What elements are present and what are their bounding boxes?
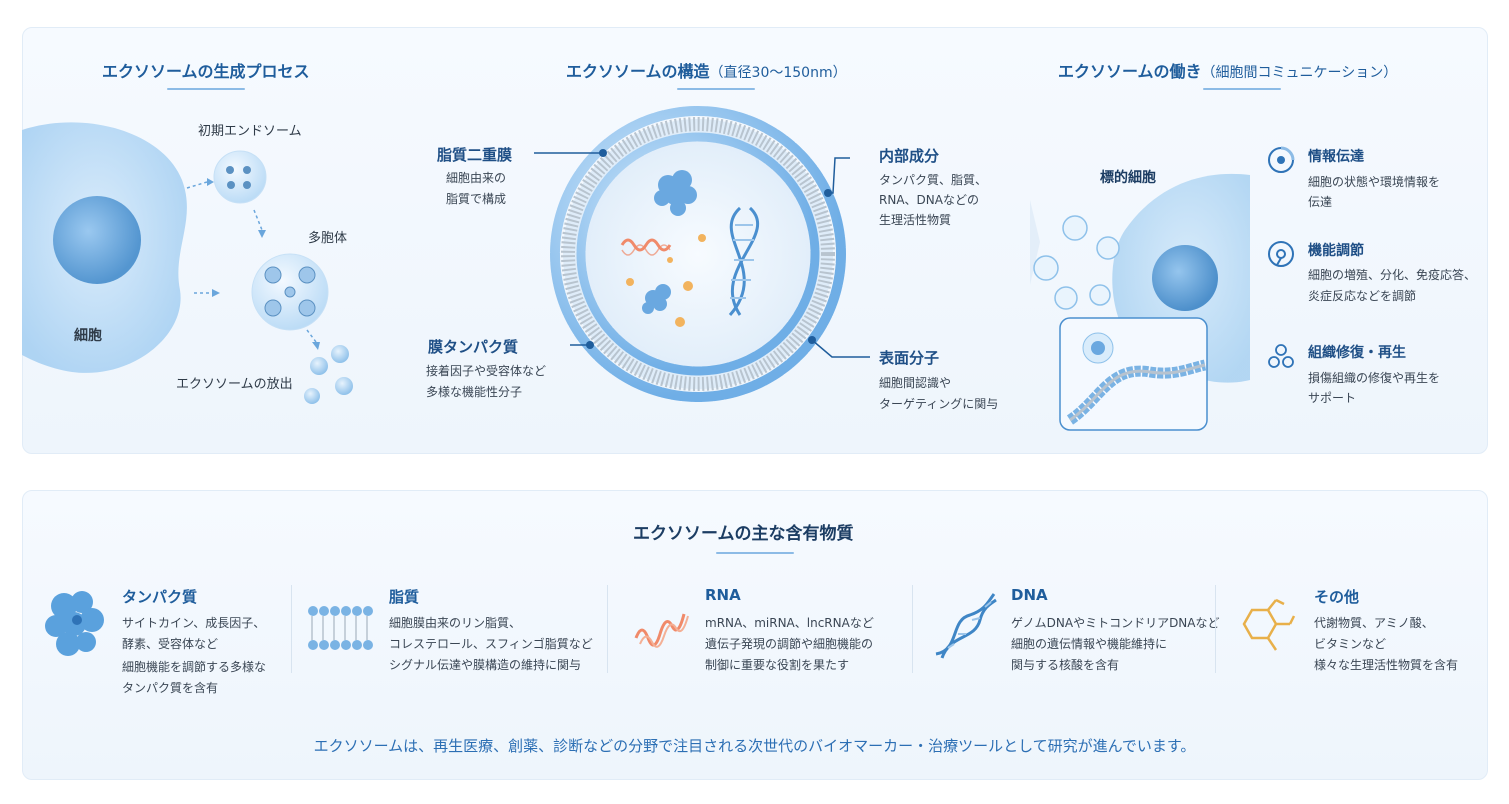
repair-icon [1268, 344, 1294, 368]
category-desc-other-2: ビタミンなど [1314, 637, 1387, 651]
internal-desc-1: タンパク質、脂質、 [879, 173, 988, 187]
category-divider [912, 585, 913, 673]
target-cell-diagram [1030, 173, 1250, 431]
function-item-desc-1-2: 炎症反応などを調節 [1308, 289, 1417, 303]
structure-title: エクソソームの構造（直径30〜150nm） [566, 58, 847, 82]
category-desc-lipid-2: コレステロール、スフィンゴ脂質など [389, 637, 593, 651]
category-name-protein: タンパク質 [122, 588, 198, 606]
category-name-rna: RNA [705, 586, 741, 604]
category-desc-rna-2: 遺伝子発現の調節や細胞機能の [705, 637, 874, 651]
category-divider [291, 585, 292, 673]
function-title-main: エクソソームの働き [1058, 62, 1202, 81]
internal-desc-2: RNA、DNAなどの [879, 193, 979, 207]
contents-title-underline [716, 552, 794, 554]
bottom-panel [22, 490, 1488, 780]
contents-title: エクソソームの主な含有物質 [633, 524, 854, 544]
protein-icon [45, 591, 104, 656]
lipid-bilayer-name: 脂質二重膜 [437, 146, 513, 164]
target-cell-label: 標的細胞 [1100, 170, 1156, 186]
regulation-icon [1268, 241, 1294, 267]
function-item-desc-1-1: 細胞の増殖、分化、免疫応答、 [1308, 268, 1477, 282]
category-desc-dna-1: ゲノムDNAやミトコンドリアDNAなど [1011, 616, 1220, 630]
structure-title-sub: （直径30〜150nm） [709, 65, 847, 81]
category-divider [607, 585, 608, 673]
structure-leader-lines [534, 149, 870, 358]
category-desc-lipid-3: シグナル伝達や膜構造の維持に関与 [389, 658, 582, 672]
rna-icon [634, 613, 689, 648]
internal-desc-3: 生理活性物質 [879, 213, 952, 227]
generation-diagram [22, 122, 353, 404]
category-name-dna: DNA [1011, 586, 1048, 604]
function-title-sub: （細胞間コミュニケーション） [1201, 65, 1398, 81]
category-desc-protein-3: 細胞機能を調節する多様な [122, 660, 267, 674]
function-item-name-2: 組織修復・再生 [1308, 345, 1406, 361]
lipid-bilayer-desc-1: 細胞由来の [446, 171, 507, 185]
function-title: エクソソームの働き（細胞間コミュニケーション） [1058, 58, 1397, 82]
category-desc-dna-2: 細胞の遺伝情報や機能維持に [1011, 637, 1168, 651]
release-label: エクソソームの放出 [176, 377, 293, 392]
exosome-structure-diagram [550, 106, 846, 402]
category-name-other: その他 [1314, 588, 1360, 606]
surface-desc-1: 細胞間認識や [879, 376, 952, 390]
signal-icon [1268, 146, 1295, 173]
category-desc-other-1: 代謝物質、アミノ酸、 [1314, 616, 1434, 630]
category-desc-protein-1: サイトカイン、成長因子、 [122, 616, 266, 630]
function-item-name-1: 機能調節 [1308, 243, 1364, 259]
structure-title-underline [677, 88, 755, 90]
function-item-desc-0-2: 伝達 [1308, 195, 1333, 209]
structure-title-main: エクソソームの構造 [566, 62, 710, 81]
generation-title-underline [167, 88, 245, 90]
dna-icon [935, 593, 997, 659]
category-divider [1215, 585, 1216, 673]
function-item-desc-0-1: 細胞の状態や環境情報を [1308, 175, 1441, 189]
lipid-bilayer-desc-2: 脂質で構成 [446, 192, 507, 206]
category-desc-dna-3: 関与する核酸を含有 [1011, 658, 1120, 672]
category-desc-lipid-1: 細胞膜由来のリン脂質、 [389, 616, 522, 630]
molecule-icon [1242, 598, 1296, 651]
internal-name: 内部成分 [879, 147, 940, 165]
early-endosome-label: 初期エンドソーム [198, 124, 302, 139]
membrane-protein-desc-1: 接着因子や受容体など [426, 364, 547, 378]
category-desc-other-3: 様々な生理活性物質を含有 [1314, 658, 1459, 672]
multivesicular-body-label: 多胞体 [308, 231, 348, 246]
function-item-desc-2-2: サポート [1308, 391, 1357, 405]
membrane-protein-name: 膜タンパク質 [428, 338, 519, 356]
footer-statement: エクソソームは、再生医療、創薬、診断などの分野で注目される次世代のバイオマーカー… [313, 737, 1196, 755]
function-item-name-0: 情報伝達 [1308, 149, 1364, 165]
category-desc-rna-3: 制御に重要な役割を果たす [705, 658, 850, 672]
category-desc-protein-2: 酵素、受容体など [122, 637, 219, 651]
generation-title: エクソソームの生成プロセス [102, 62, 310, 81]
category-desc-protein-4: タンパク質を含有 [122, 681, 219, 695]
function-item-desc-2-1: 損傷組織の修復や再生を [1308, 371, 1441, 385]
category-name-lipid: 脂質 [389, 588, 420, 606]
category-desc-rna-1: mRNA、miRNA、lncRNAなど [705, 616, 874, 630]
surface-desc-2: ターゲティングに関与 [879, 397, 999, 411]
function-title-underline [1203, 88, 1281, 90]
surface-name: 表面分子 [879, 349, 940, 367]
membrane-protein-desc-2: 多様な機能性分子 [426, 385, 523, 399]
lipid-icon [308, 606, 373, 650]
cell-label: 細胞 [74, 328, 102, 344]
